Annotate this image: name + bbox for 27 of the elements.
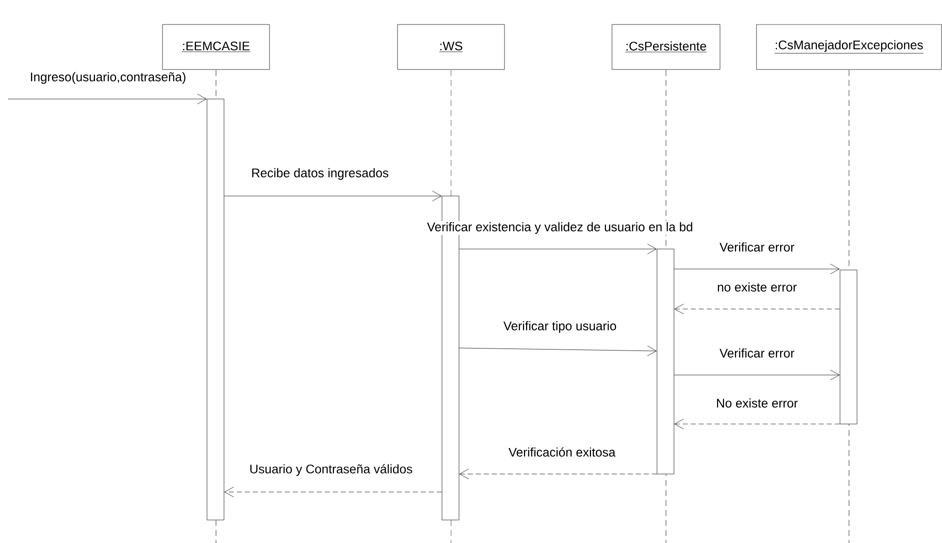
message-arrow [459,346,657,356]
message-arrow [224,486,442,498]
message-arrow [8,94,207,104]
message-arrow [674,264,840,274]
message-label: Verificar tipo usuario [502,320,618,334]
message-label: Verificar error [718,241,796,253]
message-arrow [674,304,840,314]
message-label: Recibe datos ingresados [250,167,390,181]
activation-bar [656,248,674,474]
lifeline-head: :CsManejadorExcepciones [756,24,942,70]
message-label: Verificar existencia y validez de usuario en la bd [426,221,694,235]
message-label: Usuario y Contraseña válidos [248,463,414,477]
lifeline-head: :WS [397,24,505,70]
activation-bar [840,270,858,424]
message-label: Ingreso(usuario,contraseña) [28,71,188,85]
activation-bar [206,98,224,520]
message-arrow [674,418,840,430]
message-label: Verificar error [718,347,796,359]
message-arrow [674,370,840,380]
message-label: No existe error [715,397,799,409]
message-arrow [459,468,657,480]
message-arrow [459,244,657,254]
message-label: Verificación exitosa [508,446,616,458]
message-label: no existe error [716,281,798,293]
lifeline-head: :EEMCASIE [162,24,270,70]
message-arrow [224,190,442,202]
lifeline-head: :CsPersistente [612,24,720,70]
